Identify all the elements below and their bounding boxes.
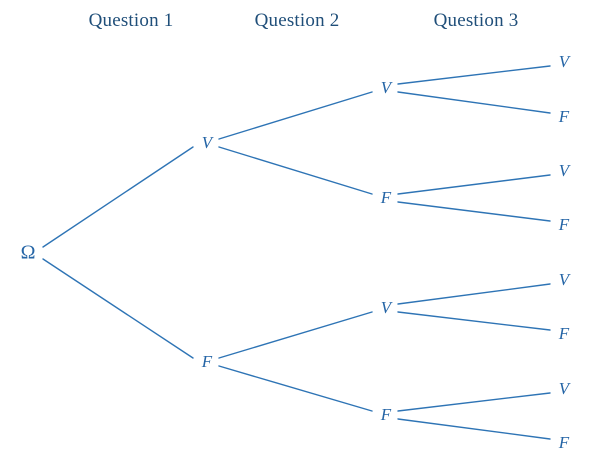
branch-line-root-to-q1-f (42, 258, 194, 359)
column-header-1: Question 1 (88, 10, 174, 31)
tree-node-q3-vff: F (558, 215, 570, 234)
tree-node-q3-vvf: F (558, 107, 570, 126)
branch-line-q2-vv-to-q3-vvf (397, 91, 551, 114)
branch-line-q2-fv-to-q3-fvv (397, 283, 551, 305)
branch-line-q1-f-to-q2-fv (218, 311, 373, 359)
tree-node-q1-v: V (201, 133, 213, 152)
branch-line-q1-f-to-q2-ff (218, 365, 373, 412)
tree-node-q3-vvv: V (558, 52, 570, 71)
branch-line-q2-ff-to-q3-fff (397, 418, 551, 440)
tree-node-q3-vfv: V (558, 161, 570, 180)
tree-node-q2-fv: V (380, 298, 392, 317)
tree-node-q3-ffv: V (558, 379, 570, 398)
tree-node-q3-fvf: F (558, 324, 570, 343)
column-header-2: Question 2 (254, 10, 340, 31)
tree-node-root: Ω (20, 241, 36, 264)
branch-line-q2-vf-to-q3-vff (397, 201, 551, 222)
branch-line-q1-v-to-q2-vv (218, 91, 373, 140)
column-header-3: Question 3 (433, 10, 519, 31)
branch-line-q2-fv-to-q3-fvf (397, 311, 551, 331)
branch-line-q1-v-to-q2-vf (218, 146, 373, 195)
tree-node-q3-fff: F (558, 433, 570, 452)
branch-line-q2-vf-to-q3-vfv (397, 174, 551, 195)
tree-node-q3-fvv: V (558, 270, 570, 289)
tree-node-q2-ff: F (380, 405, 392, 424)
tree-node-q2-vf: F (380, 188, 392, 207)
branch-line-root-to-q1-v (42, 146, 194, 248)
tree-node-q2-vv: V (380, 78, 392, 97)
branch-line-q2-ff-to-q3-ffv (397, 392, 551, 412)
branch-line-q2-vv-to-q3-vvv (397, 65, 551, 85)
tree-node-q1-f: F (201, 352, 213, 371)
